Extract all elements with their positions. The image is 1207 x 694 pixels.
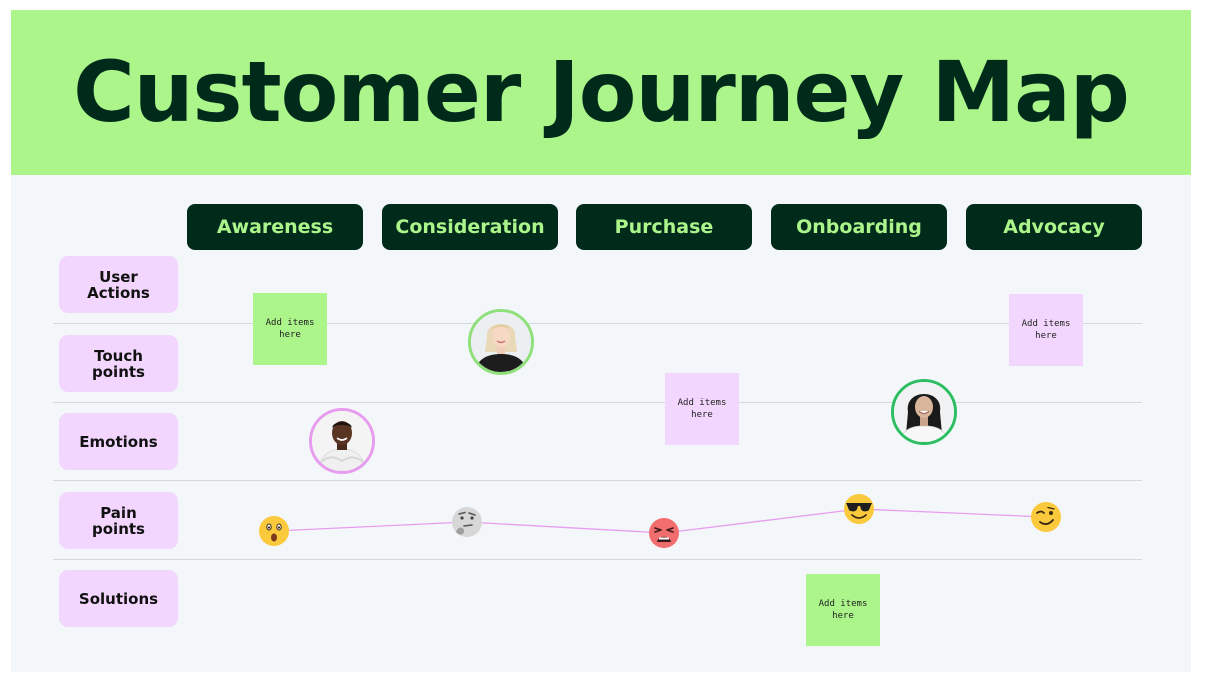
row-divider — [53, 559, 1142, 560]
winking-face-icon — [1031, 502, 1061, 532]
person-photo-icon — [471, 312, 531, 372]
title-banner: Customer Journey Map — [11, 10, 1191, 175]
sticky-note[interactable]: Add items here — [806, 574, 880, 646]
row-label-text: User Actions — [87, 267, 150, 302]
stage-awareness[interactable]: Awareness — [187, 204, 363, 250]
sticky-note-text: Add items here — [265, 318, 315, 340]
journey-board: Customer Journey Map Awareness Considera… — [11, 10, 1191, 672]
page-title: Customer Journey Map — [73, 43, 1130, 141]
row-label-text: Solutions — [78, 589, 159, 608]
row-label-text: Emotions — [79, 432, 158, 451]
stage-onboarding[interactable]: Onboarding — [771, 204, 947, 250]
sticky-note[interactable]: Add items here — [1009, 294, 1083, 366]
row-divider — [53, 480, 1142, 481]
thinking-face-icon — [452, 507, 482, 537]
avatar-person-3[interactable] — [891, 379, 957, 445]
person-photo-icon — [894, 382, 954, 442]
row-label-text: Touch points — [92, 346, 145, 381]
stage-consideration[interactable]: Consideration — [382, 204, 558, 250]
row-label-pain-points[interactable]: Pain points — [59, 492, 178, 549]
weary-face-icon — [649, 518, 679, 548]
row-label-user-actions[interactable]: User Actions — [59, 256, 178, 313]
avatar-person-2[interactable] — [468, 309, 534, 375]
row-divider — [53, 402, 1142, 403]
sticky-note-text: Add items here — [1021, 319, 1071, 341]
avatar-person-1[interactable] — [309, 408, 375, 474]
row-label-solutions[interactable]: Solutions — [59, 570, 178, 627]
stage-purchase[interactable]: Purchase — [576, 204, 752, 250]
row-divider — [53, 323, 1142, 324]
row-label-emotions[interactable]: Emotions — [59, 413, 178, 470]
sticky-note-text: Add items here — [818, 599, 868, 621]
row-label-text: Pain points — [92, 503, 145, 538]
sticky-note[interactable]: Add items here — [253, 293, 327, 365]
person-photo-icon — [312, 411, 372, 471]
sticky-note-text: Add items here — [677, 398, 727, 420]
sunglasses-face-icon — [844, 494, 874, 524]
row-label-touch-points[interactable]: Touch points — [59, 335, 178, 392]
sticky-note[interactable]: Add items here — [665, 373, 739, 445]
stage-advocacy[interactable]: Advocacy — [966, 204, 1142, 250]
astonished-face-icon — [259, 516, 289, 546]
